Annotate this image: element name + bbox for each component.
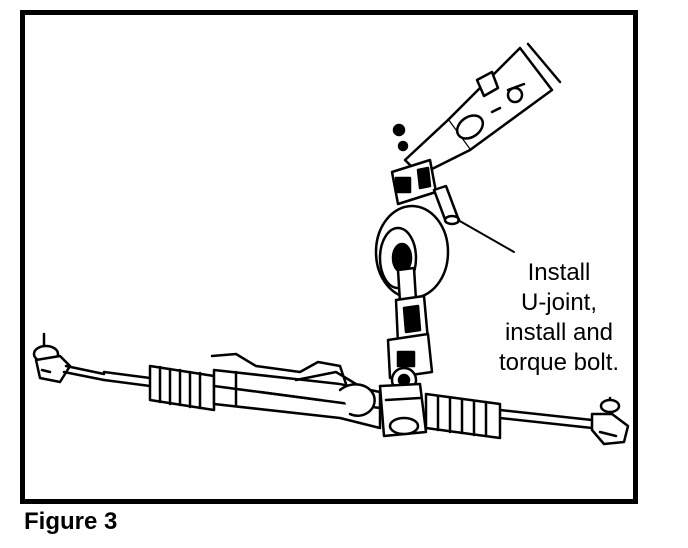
right-tie-rod-end bbox=[590, 396, 630, 446]
leader-line bbox=[457, 219, 515, 253]
upper-u-joint bbox=[390, 158, 438, 206]
intermediate-shaft bbox=[394, 266, 430, 346]
callout-line-3: install and bbox=[504, 319, 614, 346]
callout-line-1: Install bbox=[527, 259, 591, 286]
left-bellows-boot bbox=[148, 364, 216, 412]
figure-caption: Figure 3 bbox=[24, 508, 118, 535]
rack-housing bbox=[210, 352, 382, 430]
callout-line-2: U-joint, bbox=[520, 289, 598, 316]
callout-instruction: Install U-joint, install and torque bolt… bbox=[484, 258, 634, 378]
nut bbox=[392, 123, 406, 137]
right-bellows-boot bbox=[424, 392, 502, 440]
callout-line-4: torque bolt. bbox=[498, 349, 620, 376]
steering-column bbox=[403, 42, 562, 177]
bolt bbox=[432, 184, 461, 226]
left-tie-rod-end bbox=[32, 332, 106, 384]
pinion-housing bbox=[378, 382, 428, 438]
